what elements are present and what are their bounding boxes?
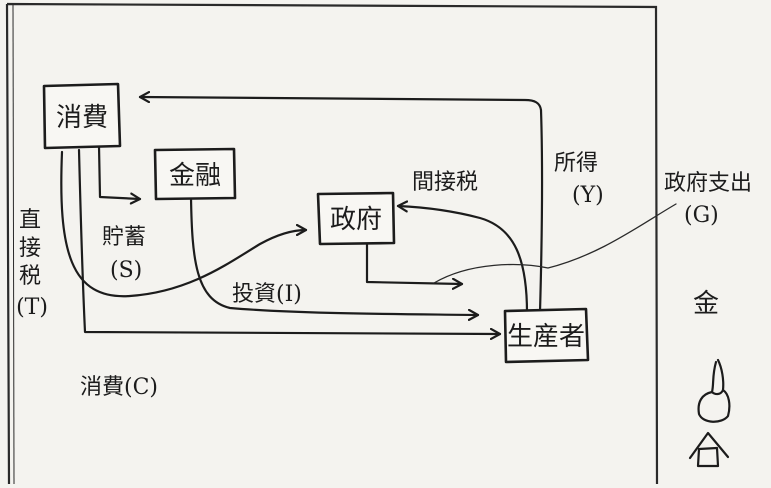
node-finance: 金融 bbox=[153, 147, 237, 201]
gov-spending-line bbox=[433, 203, 677, 284]
direct-tax-symbol: (T) bbox=[16, 295, 48, 320]
savings-symbol: (S) bbox=[110, 258, 142, 283]
income-flow-arrow bbox=[138, 97, 544, 314]
gold-character: 金 bbox=[693, 289, 719, 319]
investment-label: 投資(I) bbox=[232, 282, 302, 307]
node-government: 政府 bbox=[316, 191, 396, 246]
indirect-tax-flow-arrow bbox=[396, 206, 529, 315]
consumption-flow-arrow bbox=[77, 148, 502, 334]
direct-tax-char-1: 直 bbox=[19, 208, 41, 233]
direct-tax-flow-arrow bbox=[60, 150, 308, 298]
consumption-label: 消費(C) bbox=[80, 375, 158, 400]
node-consumer-label: 消費 bbox=[56, 103, 108, 133]
direct-tax-label: 直 接 税 (T) bbox=[16, 208, 48, 320]
node-producer: 生産者 bbox=[503, 307, 590, 364]
house-icon bbox=[688, 431, 730, 468]
node-consumer: 消費 bbox=[42, 82, 122, 150]
indirect-tax-label: 間接税 bbox=[412, 170, 478, 195]
income-label: 所得 bbox=[554, 151, 598, 176]
direct-tax-char-2: 接 bbox=[19, 236, 41, 261]
hand-icon bbox=[697, 358, 731, 423]
gov-spending-symbol: (G) bbox=[684, 203, 719, 228]
node-producer-label: 生産者 bbox=[507, 322, 585, 352]
savings-label: 貯蓄 bbox=[102, 225, 146, 250]
investment-flow-arrow bbox=[189, 195, 480, 315]
page-frame bbox=[5, 2, 659, 485]
node-finance-label: 金融 bbox=[169, 161, 221, 191]
savings-flow-arrow bbox=[97, 144, 142, 199]
government-to-producer-arrow bbox=[365, 242, 464, 284]
income-symbol: (Y) bbox=[572, 183, 604, 208]
gov-spending-label: 政府支出 bbox=[664, 171, 752, 196]
page-frame-left-edge bbox=[12, 3, 15, 485]
direct-tax-char-3: 税 bbox=[19, 264, 41, 289]
node-government-label: 政府 bbox=[330, 205, 382, 235]
